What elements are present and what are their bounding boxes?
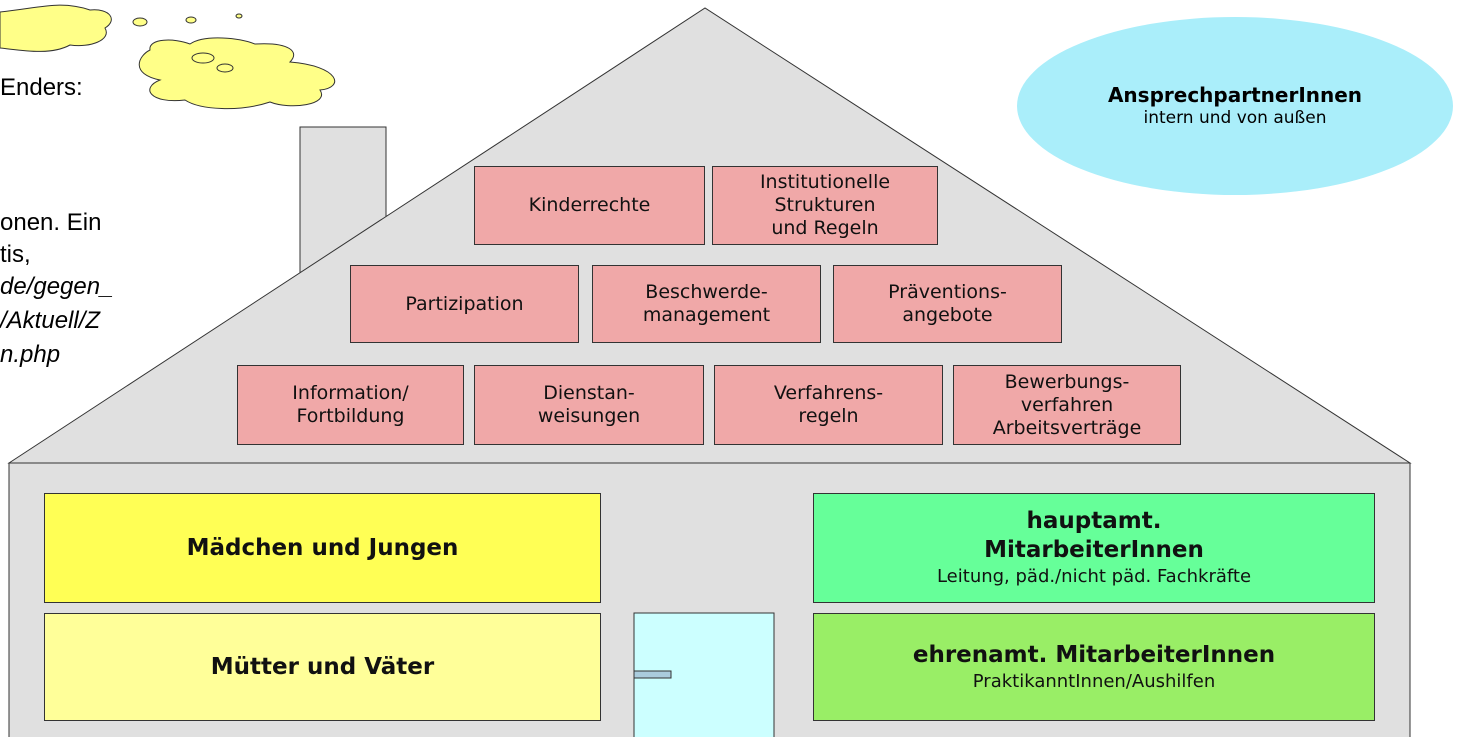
box-label: Fortbildung: [296, 405, 405, 427]
thought-bubble: [235, 13, 243, 19]
box-parents: Mütter und Väter: [44, 613, 601, 721]
box-label: weisungen: [537, 405, 641, 427]
thought-bubble: [132, 17, 148, 27]
box-label: Verfahrens-: [773, 382, 884, 404]
contacts-ellipse: AnsprechpartnerInnen intern und von auße…: [1017, 17, 1453, 195]
box-title: hauptamt.: [1026, 508, 1162, 534]
box-label: Präventions-: [888, 281, 1007, 303]
contacts-subtitle: intern und von außen: [1143, 108, 1327, 128]
roof-box-partizipation: Partizipation: [350, 265, 579, 343]
box-label: management: [642, 304, 771, 326]
roof-box-kinderrechte: Kinderrechte: [474, 166, 705, 245]
box-volunteers: ehrenamt. MitarbeiterInnen PraktikanntIn…: [813, 613, 1375, 721]
box-label: regeln: [798, 405, 859, 427]
box-label: Beschwerde-: [645, 281, 768, 303]
text-line: de/gegen_: [0, 273, 114, 300]
box-title: ehrenamt. MitarbeiterInnen: [912, 641, 1276, 668]
door-handle: [633, 670, 672, 679]
text-line: Enders:: [0, 74, 83, 101]
box-label: Institutionelle: [759, 171, 891, 193]
box-label: verfahren: [1020, 393, 1114, 416]
roof-box-praeventionsangebote: Präventions- angebote: [833, 265, 1062, 343]
box-children: Mädchen und Jungen: [44, 493, 601, 603]
box-subtitle: PraktikanntInnen/Aushilfen: [972, 670, 1216, 692]
box-label: und Regeln: [771, 217, 879, 239]
box-title: MitarbeiterInnen: [984, 537, 1204, 563]
box-fulltime-staff: hauptamt. MitarbeiterInnen Leitung, päd.…: [813, 493, 1375, 603]
thought-bubble: [191, 52, 215, 64]
box-label: Strukturen: [774, 194, 876, 216]
box-label: Kinderrechte: [528, 194, 651, 216]
thought-cloud-medium: [138, 37, 336, 109]
box-label: Mädchen und Jungen: [186, 535, 459, 561]
roof-box-dienstanweisungen: Dienstan- weisungen: [474, 365, 704, 445]
box-label: Bewerbungs-: [1004, 370, 1130, 393]
box-label: Dienstan-: [543, 382, 635, 404]
roof-box-verfahrensregeln: Verfahrens- regeln: [714, 365, 943, 445]
box-label: angebote: [902, 304, 993, 326]
text-line: n.php: [0, 341, 61, 368]
box-label: Arbeitsverträge: [992, 416, 1142, 439]
thought-cloud-large: [0, 4, 112, 52]
text-line: tis,: [0, 241, 31, 268]
roof-box-strukturen: Institutionelle Strukturen und Regeln: [712, 166, 938, 245]
box-subtitle: Leitung, päd./nicht päd. Fachkräfte: [936, 566, 1252, 587]
box-label: Information/: [292, 382, 409, 404]
text-line: onen. Ein: [0, 209, 102, 236]
thought-bubble: [216, 63, 234, 73]
text-line: /Aktuell/Z: [0, 307, 101, 334]
door: [633, 612, 775, 737]
roof-box-beschwerdemanagement: Beschwerde- management: [592, 265, 821, 343]
thought-bubble: [185, 16, 197, 24]
roof-box-information: Information/ Fortbildung: [237, 365, 464, 445]
box-label: Mütter und Väter: [210, 654, 435, 680]
box-label: Partizipation: [405, 292, 524, 315]
contacts-title: AnsprechpartnerInnen: [1107, 83, 1363, 107]
roof-box-bewerbungsverfahren: Bewerbungs- verfahren Arbeitsverträge: [953, 365, 1181, 445]
